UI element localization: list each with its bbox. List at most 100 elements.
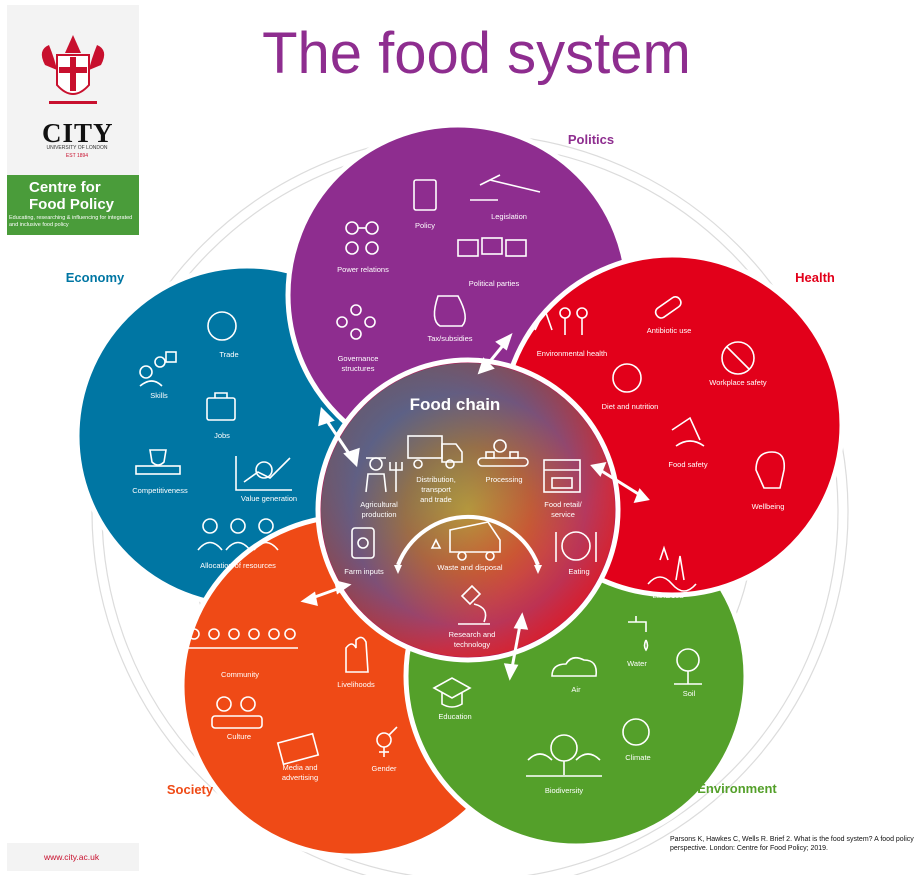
tax-subsidies-label: Tax/subsidies [427,334,472,343]
centre-logo-block: Centre for Food Policy Educating, resear… [7,175,139,235]
city-wordmark: CITY [42,118,114,148]
diet-nutrition-label: Diet and nutrition [602,402,659,411]
gender-symbol-icon [376,726,398,757]
policy-clipboard-icon [413,179,437,211]
processing-conveyor-icon [477,439,529,467]
antibiotic-pill-icon [654,296,682,319]
food-safety-icon [671,416,705,447]
city-logo-panel: CITY UNIVERSITY OF LONDON EST 1894 [7,5,139,175]
trade-icon [207,311,237,341]
research-microscope-icon [458,584,490,625]
citation-text: Parsons K, Hawkes C, Wells R. Brief 2. W… [670,836,914,852]
jobs-briefcase-icon [206,392,236,421]
wellbeing-label: Wellbeing [752,502,785,511]
waste-label: Waste and disposal [437,563,503,572]
distribution-label-line2: transport [421,485,452,494]
culture-icon [211,696,263,729]
food-chain-inner-arc [396,514,540,566]
allocation-resources-label: Allocation of resources [200,561,276,570]
environment-domain-label: Environment [697,781,777,796]
society-domain-label: Society [167,782,214,797]
jobs-label: Jobs [214,431,230,440]
media-label-line1: Media and [282,763,317,772]
power-relations-icon [345,221,379,255]
media-newspaper-icon [276,732,320,766]
processing-label: Processing [485,475,522,484]
air-cloud-icon [551,656,598,677]
power-relations-label: Power relations [337,265,389,274]
tax-moneybag-icon [433,295,466,327]
waste-truck-icon [430,521,501,561]
antibiotic-label: Antibiotic use [647,326,692,335]
air-label: Air [571,685,581,694]
allocation-resources-icon [197,518,279,551]
environmental-health-icon [534,307,588,335]
food-chain-overlay [321,363,615,657]
footer-url-link[interactable]: www.city.ac.uk [44,852,100,862]
skills-label: Skills [150,391,168,400]
retail-shop-icon [543,459,581,493]
landsea-label: Land/sea [653,591,685,600]
legislation-label: Legislation [491,212,527,221]
landsea-icon [647,545,697,592]
economy-domain-label: Economy [66,270,125,285]
climate-label: Climate [625,753,650,762]
distribution-label-line3: and trade [420,495,452,504]
governance-label-line2: structures [342,364,375,373]
livelihoods-hand-icon [345,636,369,673]
centre-tagline: Educating, researching & influencing for… [9,215,133,228]
city-crest-icon [41,35,105,104]
distribution-label-line1: Distribution, [416,475,456,484]
workplace-safety-label: Workplace safety [709,378,767,387]
retail-label-line2: service [551,510,575,519]
biodiversity-icon [526,734,602,777]
culture-label: Culture [227,732,251,741]
page-title: The food system [0,20,917,87]
research-label-line2: technology [454,640,491,649]
political-parties-label: Political parties [469,279,520,288]
university-subtitle: UNIVERSITY OF LONDON [46,145,108,151]
community-people-icon [186,628,298,649]
research-label-line1: Research and [449,630,496,639]
health-domain-label: Health [795,270,835,285]
skills-icon [139,351,177,387]
eating-plate-icon [555,531,597,562]
water-label: Water [627,659,647,668]
water-tap-icon [628,616,649,652]
governance-label-line1: Governance [338,354,379,363]
distribution-truck-icon [407,435,463,469]
competitiveness-label: Competitiveness [132,486,188,495]
gender-label: Gender [371,764,397,773]
community-label: Community [221,670,259,679]
diet-plate-icon [612,363,642,393]
page-title-text: The food system [262,21,691,86]
value-generation-label: Value generation [241,494,297,503]
legislation-gavel-icon [470,174,541,201]
food-chain-arrows [394,565,542,574]
soil-tree-icon [674,648,702,685]
food-chain-title: Food chain [410,395,501,414]
soil-label: Soil [683,689,696,698]
policy-label: Policy [415,221,435,230]
est-year: EST 1894 [65,153,89,159]
media-label-line2: advertising [282,773,318,782]
workplace-safety-icon [721,341,755,375]
education-label: Education [438,712,471,721]
eating-label: Eating [568,567,589,576]
environmental-health-label: Environmental health [537,349,607,358]
competitiveness-trophy-icon [135,449,181,475]
food-safety-label: Food safety [668,460,707,469]
governance-icon [336,304,376,340]
farm-inputs-label: Farm inputs [344,567,384,576]
footer-url-box: www.city.ac.uk [7,843,139,871]
farmer-icon [365,457,403,493]
education-cap-icon [432,677,472,708]
farm-inputs-bag-icon [351,527,375,559]
centre-name-line2: Food Policy [29,196,115,213]
politics-domain-label: Politics [568,132,614,147]
centre-name-line1: Centre for [29,179,101,196]
connection-arrows [300,333,650,681]
trade-label: Trade [219,350,238,359]
wellbeing-head-icon [755,451,786,489]
